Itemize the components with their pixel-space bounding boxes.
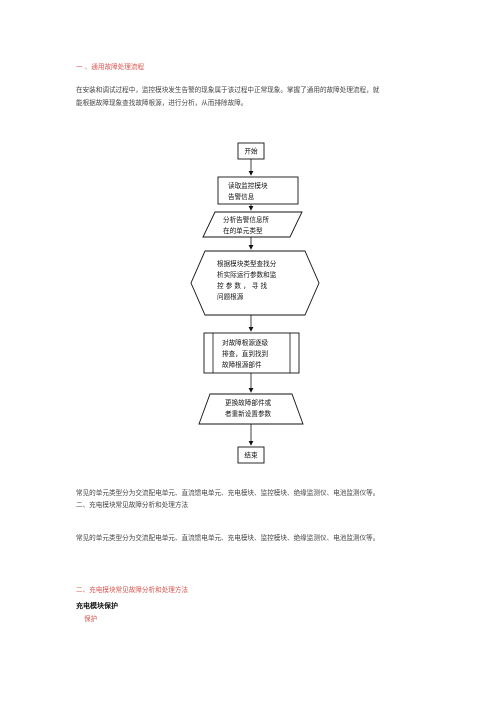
flow-step5-line1: 更换故障部件或 — [225, 398, 272, 407]
section1-intro-line2: 能根据故障现象查找故障根源，进行分析，从而排除故障。 — [76, 98, 248, 107]
section3-subheading: 充电模块保护 — [76, 601, 118, 610]
flow-step1-line1: 读取监控模块 — [228, 181, 268, 190]
section3-item: 保护 — [84, 615, 98, 623]
flow-step2-line2: 在的单元类型 — [223, 226, 263, 235]
section2-units-text: 常见的单元类型分为交流配电单元、直流馈电单元、充电模块、监控模块、绝缘监测仪、电… — [76, 534, 380, 542]
flow-step4-line3: 故障根源部件 — [222, 360, 262, 369]
section2-heading: 二、充电模块常见故障分析和处理方法 — [76, 501, 189, 509]
flow-step2-parallelogram — [202, 211, 303, 238]
flow-step1-box — [217, 176, 299, 205]
flow-end-label: 结束 — [244, 451, 258, 460]
flow-step3-line3: 控 参 数 ， 寻 找 — [217, 281, 267, 290]
flow-start-label: 开始 — [244, 147, 258, 156]
flow-step1-line2: 告警信息 — [228, 192, 255, 201]
units-text-1: 常见的单元类型分为交流配电单元、直流馈电单元、充电模块、监控模块、绝缘监测仪、电… — [76, 489, 380, 497]
flow-step4-line2: 排查，直到找到 — [222, 349, 268, 358]
section1-heading: 一 、通用故障处理流程 — [76, 63, 145, 71]
flow-step4-box — [203, 332, 300, 374]
section1-intro: 在安装和调试过程中，监控模块发生告警的现象属于该过程中正常现象。掌握了通用的故障… — [76, 84, 436, 109]
section3-heading: 二、充电模块常见故障分析和处理方法 — [76, 586, 189, 594]
section1-intro-line1: 在安装和调试过程中，监控模块发生告警的现象属于该过程中正常现象。掌握了通用的故障… — [76, 86, 380, 94]
flow-end-box — [237, 446, 265, 464]
flow-step5-line2: 者重新设置参数 — [225, 409, 272, 418]
flow-step5-trapezoid — [198, 393, 304, 425]
flow-step4-line1: 对故障根源逐级 — [222, 338, 269, 347]
flow-step3-line1: 根据模块类型查找分 — [217, 259, 277, 268]
flow-step3-line2: 析实际运行参数和监 — [217, 270, 277, 279]
flow-step3-hexagon — [190, 250, 320, 316]
flow-step3-line4: 问题根源 — [217, 292, 244, 301]
flow-step2-line1: 分析告警信息所 — [223, 215, 270, 224]
